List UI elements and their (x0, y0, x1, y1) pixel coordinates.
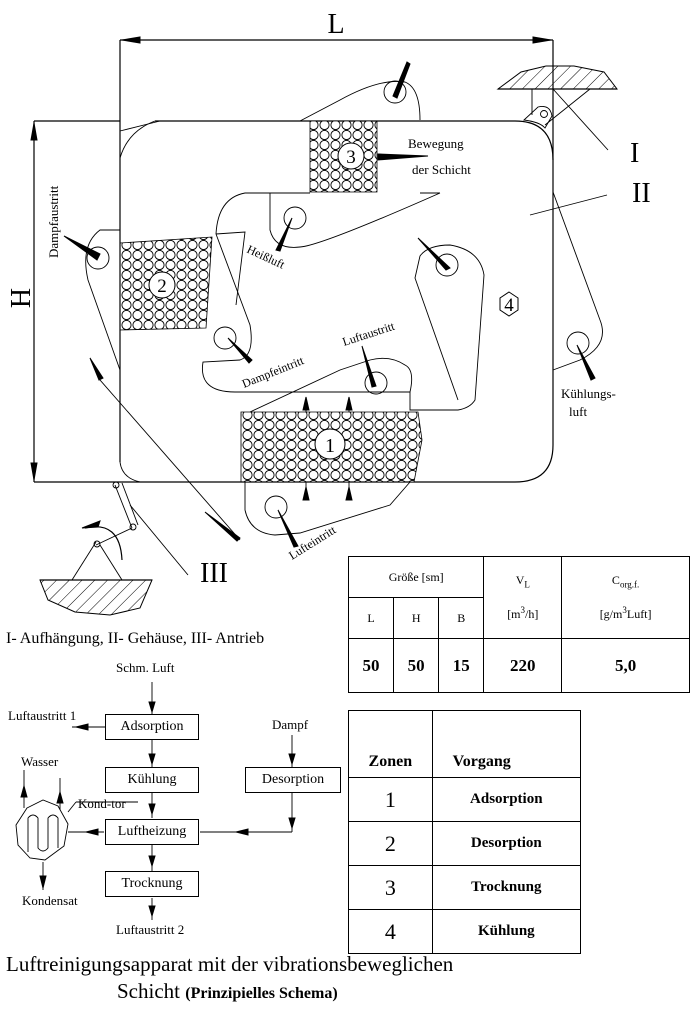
value-h: 50 (393, 638, 440, 693)
specification-table: Größe [sm] VL [m3/h] Corg.f. [g/m3Luft] … (347, 556, 690, 693)
zone-process: Desorption (431, 821, 582, 866)
process-header: Vorgang (431, 710, 582, 778)
zone-header: Zonen (348, 710, 433, 778)
value-b: 15 (438, 638, 485, 693)
label-roman-i: I (630, 138, 639, 169)
zone-marker-1: 1 (314, 428, 346, 460)
vl-header: VL [m3/h] (483, 556, 563, 639)
value-c-org: 5,0 (561, 638, 690, 693)
flow-condensate-label: Kondensat (22, 893, 78, 908)
value-vl: 220 (483, 638, 563, 693)
flow-water-label: Wasser (21, 754, 59, 769)
value-l: 50 (347, 638, 395, 693)
annotation-layer-motion-2: der Schicht (412, 162, 471, 177)
zone-row: 4 Kühlung (348, 909, 582, 954)
dimension-l-label: L (327, 9, 344, 40)
zone-marker-2: 2 (148, 271, 176, 299)
legend-roman-labels: I- Aufhängung, II- Gehäuse, III- Antrieb (6, 630, 265, 647)
col-header-l: L (347, 597, 395, 639)
col-header-h: H (393, 597, 440, 639)
flow-outlet1-label: Luftaustritt 1 (8, 708, 77, 723)
arrowhead-icon (30, 122, 38, 141)
dimension-h-label: H (6, 288, 37, 308)
zone-table: Zonen Vorgang 1 Adsorption 2 Desorption … (348, 710, 582, 954)
dimension-l: L (119, 9, 554, 160)
flow-steam-label: Dampf (272, 717, 309, 732)
size-group-header: Größe [sm] (347, 556, 485, 598)
zone-process: Adsorption (431, 777, 582, 822)
label-roman-ii: II (632, 178, 651, 209)
annotation-cooling-air-2: luft (569, 404, 587, 419)
zone-marker-3: 3 (337, 142, 365, 170)
condenser-icon (15, 799, 69, 861)
flow-box-cooling: Kühlung (105, 767, 199, 793)
caption-subtitle: Schicht (Prinzipielles Schema) (117, 979, 338, 1003)
annotation-cooling-air: Kühlungs- (561, 386, 616, 401)
zone-number: 3 (348, 865, 433, 910)
svg-text:4: 4 (504, 295, 514, 316)
zone-row: 3 Trocknung (348, 865, 582, 910)
svg-text:2: 2 (157, 276, 167, 297)
flow-diagram-connectors (15, 682, 296, 920)
label-roman-iii: III (200, 558, 228, 589)
annotation-steam-outlet: Dampfaustritt (46, 185, 61, 258)
annotation-layer-motion: Bewegung (408, 136, 464, 151)
suspension-mount (496, 65, 619, 151)
flow-outlet2-label: Luftaustritt 2 (116, 922, 185, 937)
col-header-b: B (438, 597, 485, 639)
svg-text:3: 3 (346, 147, 356, 168)
annotation-air-outlet: Luftaustritt (341, 319, 397, 349)
flow-arrows (63, 61, 596, 548)
zone-row: 1 Adsorption (348, 777, 582, 822)
zone-marker-4: 4 (499, 291, 519, 317)
c-org-header: Corg.f. [g/m3Luft] (561, 556, 690, 639)
arrowhead-icon (532, 36, 552, 44)
zone-number: 4 (348, 909, 433, 954)
flow-input-label: Schm. Luft (116, 660, 175, 675)
flow-box-desorption: Desorption (245, 767, 341, 793)
flow-condenser-label: Kond-tor (78, 796, 126, 811)
caption-title: Luftreinigungsapparat mit der vibrations… (6, 952, 454, 976)
caption-subtitle-note: (Prinzipielles Schema) (185, 985, 338, 1002)
drive-mechanism (39, 481, 189, 616)
flow-box-heating: Luftheizung (105, 819, 199, 845)
flow-box-adsorption: Adsorption (105, 714, 199, 740)
zone-number: 1 (348, 777, 433, 822)
zone-process: Trocknung (431, 865, 582, 910)
zone-process: Kühlung (431, 909, 582, 954)
arrowhead-icon (121, 36, 141, 44)
zone-number: 2 (348, 821, 433, 866)
zone-row: 2 Desorption (348, 821, 582, 866)
svg-text:1: 1 (325, 435, 335, 457)
arrowhead-icon (30, 462, 38, 481)
flow-box-drying: Trocknung (105, 871, 199, 897)
